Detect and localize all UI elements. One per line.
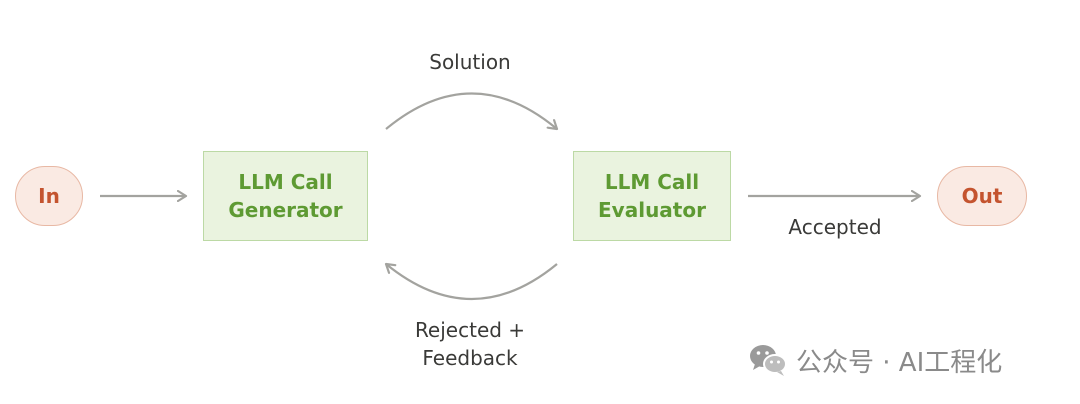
llm-call-generator-node: LLM Call Generator: [203, 151, 368, 241]
rejected-label-line2: Feedback: [422, 346, 518, 370]
input-label: In: [38, 184, 60, 208]
evaluator-label-line1: LLM Call: [604, 170, 700, 194]
wechat-icon: [750, 345, 787, 376]
solution-label: Solution: [429, 50, 511, 74]
arrow-feedback: [386, 264, 558, 300]
accepted-label: Accepted: [788, 215, 882, 239]
rejected-label-line1: Rejected +: [414, 318, 526, 342]
evaluator-label-line2: Evaluator: [598, 198, 706, 222]
input-node: In: [15, 166, 83, 226]
arrow-solution: [385, 92, 557, 130]
watermark-text: 公众号 · AI工程化: [796, 347, 1003, 378]
output-node: Out: [937, 166, 1027, 226]
output-label: Out: [961, 184, 1003, 208]
watermark: 公众号 · AI工程化: [748, 340, 1002, 380]
llm-call-evaluator-node: LLM Call Evaluator: [573, 151, 731, 241]
rejected-feedback-label: Rejected + Feedback: [390, 316, 550, 372]
generator-label-line1: LLM Call: [238, 170, 333, 194]
generator-label-line2: Generator: [228, 198, 343, 222]
